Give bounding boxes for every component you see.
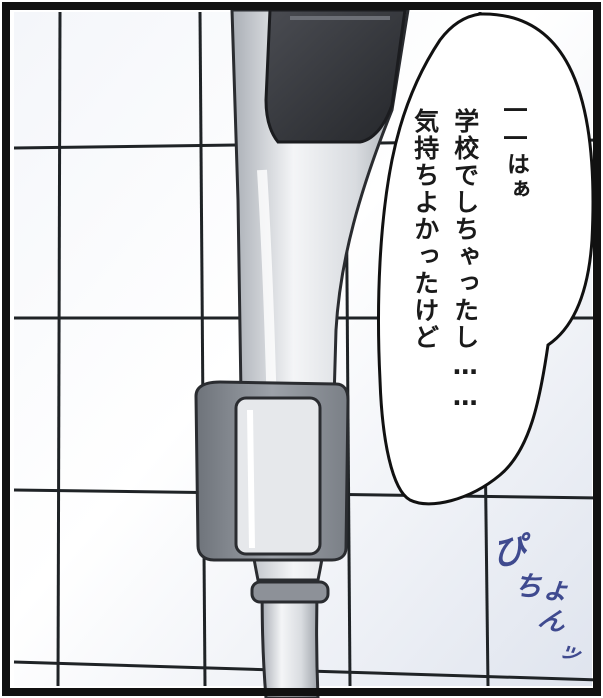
shower-hose-icon — [250, 558, 330, 698]
shower-holder-icon — [194, 380, 350, 562]
dialogue-line-school: 学校でしちゃったし…… — [450, 108, 480, 413]
speech-bubble — [377, 12, 595, 506]
dialogue-line-felt-good: 気持ちよかったけど — [410, 108, 440, 351]
dialogue-line-sigh: ――はぁ — [502, 96, 529, 202]
